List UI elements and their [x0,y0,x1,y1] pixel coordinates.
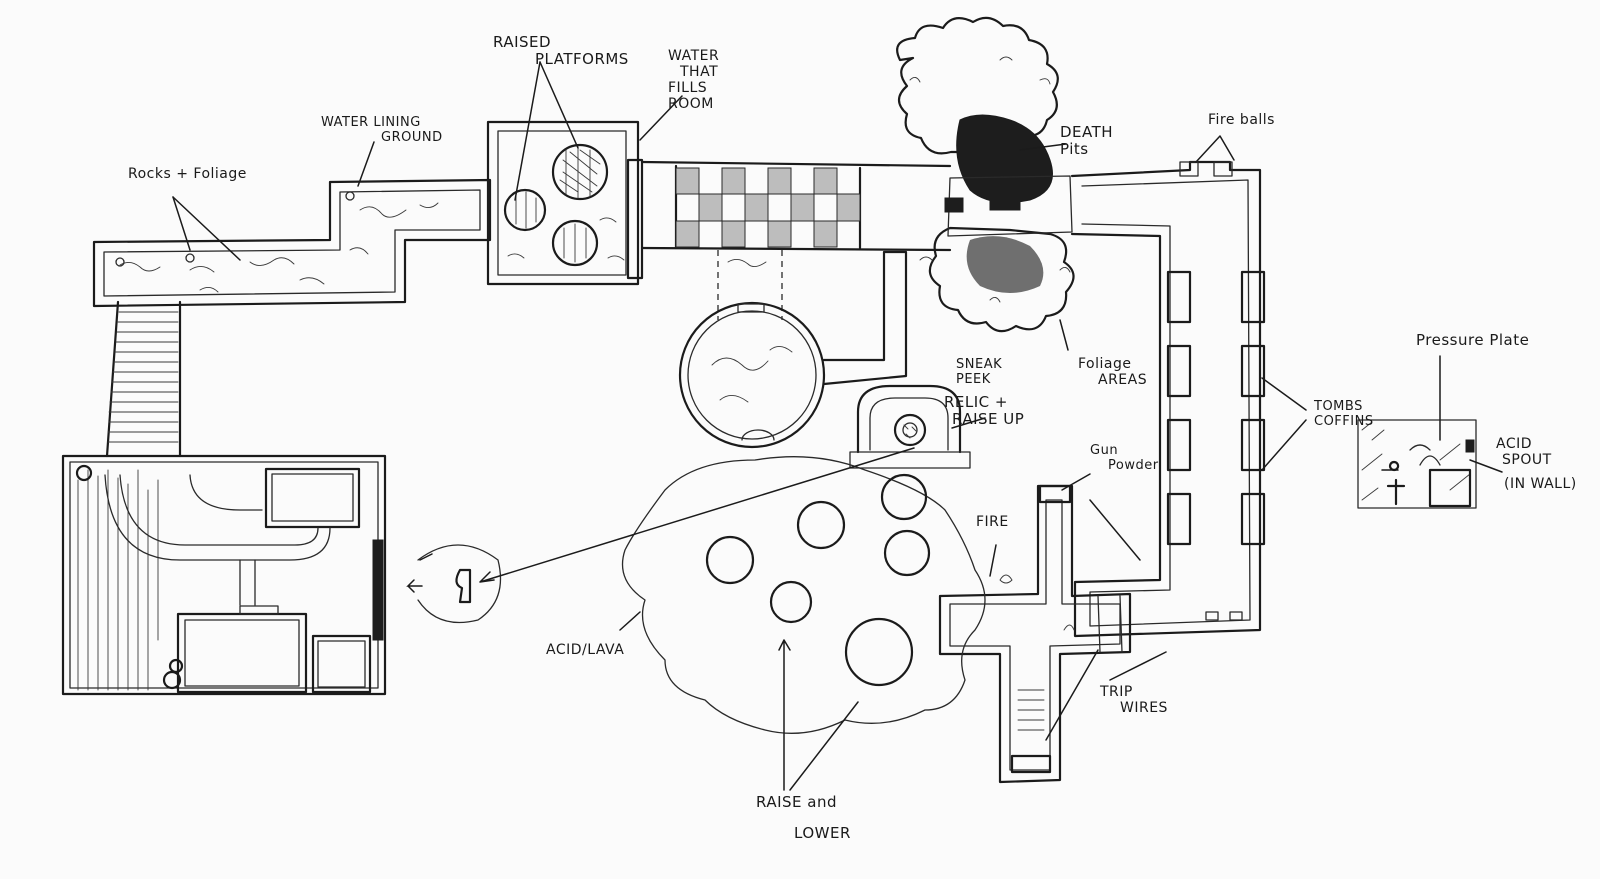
label-water-fills-line3: FILLS [668,80,708,97]
platform-room [486,120,644,286]
trap-side-view [1357,419,1477,509]
label-water-lining-line2: GROUND [381,129,443,145]
label-sneak-peek: SNEAK PEEK [956,357,1003,388]
label-relic-line2: RAISE UP [952,410,1025,429]
relic-shrine [849,384,971,469]
label-water-lining-ground: WATER LINING GROUND [321,115,443,146]
label-tombs-coffins: TOMBS COFFINS [1314,399,1374,430]
water-corridor [92,178,492,308]
label-foliage-areas-line2: AREAS [1098,372,1148,389]
start-room [61,454,387,696]
label-acid-spout: ACID SPOUT (IN WALL) [1496,436,1577,492]
label-pressure-plate: Pressure Plate [1416,331,1530,349]
label-death-pits-line1: DEATH [1060,123,1114,141]
label-fire-balls: Fire balls [1208,112,1275,128]
cross-corridor [938,484,1132,784]
label-trip-wires-line2: WIRES [1120,700,1168,717]
label-foliage-areas: Foliage AREAS [1078,356,1147,388]
staircase [105,300,182,458]
label-raised-platforms-line1: RAISED [493,33,552,51]
label-tombs-line1: TOMBS [1314,399,1363,414]
label-raise-lower: RAISE and LOWER [756,793,851,843]
label-water-fills-line4: ROOM [668,96,714,113]
annotation-arrows [172,61,1503,791]
label-raised-platforms: RAISED PLATFORMS [493,33,629,69]
label-sneak-peek-line1: SNEAK [956,357,1003,372]
label-acid-spout-line3: (IN WALL) [1504,476,1577,493]
label-raised-platforms-line2: PLATFORMS [535,50,629,69]
label-relic-line1: RELIC + [944,393,1008,411]
label-death-pits: DEATH Pits [1060,123,1114,159]
label-fire: FIRE [976,514,1009,530]
label-water-fills-room: WATER THAT FILLS ROOM [668,48,719,112]
label-water-fills-line2: THAT [680,64,719,81]
tomb-hall [1070,160,1266,638]
label-water-lining-line1: WATER LINING [321,115,421,130]
label-raise-lower-line2: LOWER [794,824,851,843]
label-sneak-peek-line2: PEEK [956,371,991,387]
round-room [678,250,908,449]
label-raise-lower-line1: RAISE and [756,793,837,811]
door-sketch [406,544,502,624]
label-water-fills-line1: WATER [668,48,720,64]
label-acid-spout-line2: SPOUT [1502,452,1552,469]
checker-bridge [640,160,952,252]
label-rocks-foliage: Rocks + Foliage [128,166,247,182]
acid-lava-pool [621,456,986,734]
label-foliage-areas-line1: Foliage [1078,356,1132,372]
label-acid-lava: ACID/LAVA [546,642,625,658]
label-trip-wires: TRIP WIRES [1100,684,1168,716]
label-gun-powder-line2: Powder [1108,457,1159,473]
death-pits [896,16,1075,333]
label-relic-raise-up: RELIC + RAISE UP [944,393,1025,429]
label-death-pits-line2: Pits [1060,140,1089,159]
label-acid-spout-line1: ACID [1496,436,1533,452]
label-gun-powder-line1: Gun [1090,443,1119,458]
label-trip-wires-line1: TRIP [1100,684,1133,700]
label-tombs-line2: COFFINS [1314,413,1374,429]
label-gun-powder: Gun Powder [1090,443,1159,474]
